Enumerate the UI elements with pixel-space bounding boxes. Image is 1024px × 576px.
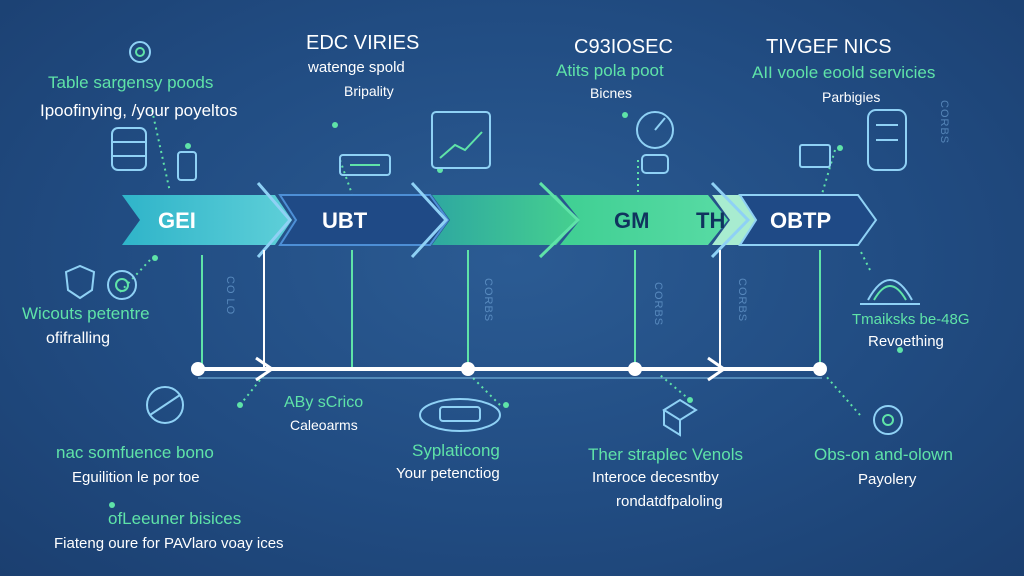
top-block-2-title: EDC VIRIES: [306, 32, 420, 54]
top-block-4-caption: Parbigies: [822, 89, 881, 105]
timeline-node-2: [461, 362, 475, 376]
bottom-block-3-subtitle: Interoce decesntby: [592, 469, 719, 486]
vertical-text-1: CO LO: [224, 276, 236, 316]
bottom-block-3-caption: rondatdfpaloling: [616, 493, 723, 510]
stage-arrows: [122, 181, 878, 259]
top-block-4-title: TIVGEF NICS: [766, 36, 892, 58]
timeline-node-4: [813, 362, 827, 376]
shield-icon: [64, 264, 137, 300]
stage-arrow-3: [432, 195, 578, 245]
bottom-left-2-title: ofLeeuner bisices: [108, 509, 242, 528]
tray-icon: [419, 398, 501, 432]
vertical-text-2: CORBS: [482, 278, 494, 323]
stage-arrow-6: [738, 194, 878, 246]
top-block-2-subtitle: watenge spold: [308, 59, 405, 76]
bottom-block-2-title: Syplaticong: [412, 441, 500, 460]
top-block-3-title: C93IOSEC: [574, 36, 673, 58]
bottom-block-1-title: ABy sCrico: [284, 394, 364, 411]
left-mid-title: Wicouts petentre: [22, 304, 150, 323]
stage-arrow-2: [278, 194, 450, 246]
badge-icon: [146, 386, 184, 424]
stage-label-6: OBTP: [770, 208, 832, 233]
gauge-icon: [636, 111, 674, 174]
top-block-2-caption: Bripality: [344, 83, 394, 99]
stage-arrow-4: [560, 195, 728, 245]
bottom-left-1-subtitle: Eguilition le por toe: [72, 469, 200, 486]
top-block-3-subtitle: Atits pola poot: [556, 61, 664, 80]
top-block-1-subtitle: Ipoofinying, /your poyeltos: [40, 101, 238, 120]
wave-icon: [860, 279, 920, 305]
vertical-text-4: CORBS: [736, 278, 748, 323]
bottom-block-4-subtitle: Payolery: [858, 471, 917, 488]
top-block-1-title: Table sargensy poods: [48, 73, 214, 92]
vertical-text-5: CORBS: [938, 100, 950, 145]
timeline-node-1: [191, 362, 205, 376]
top-block-4-subtitle: AII voole eoold servicies: [752, 63, 936, 82]
timeline: [191, 356, 827, 382]
server-icon: [111, 127, 197, 181]
bottom-left-2-subtitle: Fiateng oure for PAVlaro voay ices: [54, 535, 284, 552]
target-icon: [129, 41, 151, 63]
bottom-block-2-subtitle: Your petenctiog: [396, 465, 500, 482]
stage-arrow-1: [122, 195, 292, 245]
stage-label-1: GEI: [158, 208, 196, 233]
top-block-3-caption: Bicnes: [590, 85, 633, 101]
bottom-block-3-title: Ther straplec Venols: [588, 445, 743, 464]
right-mid-subtitle: Revoething: [868, 333, 944, 350]
card-icon: [339, 154, 391, 176]
stage-label-5: TH: [696, 208, 726, 233]
device-icon: [873, 405, 903, 435]
stage-label-4: GM: [614, 208, 650, 233]
bottom-block-1-subtitle: Caleoarms: [290, 417, 358, 433]
right-mid-title: Tmaiksks be-48G: [852, 311, 970, 328]
left-mid-subtitle: ofifralling: [46, 330, 111, 347]
connector-lines: [119, 109, 871, 416]
bottom-block-4-title: Obs-on and-olown: [814, 445, 953, 464]
vertical-text-3: CORBS: [652, 282, 664, 327]
chart-icon: [431, 111, 491, 169]
box-icon: [662, 398, 698, 437]
bottom-left-1-title: nac somfuence bono: [56, 443, 214, 462]
monitor-icon: [799, 109, 907, 171]
accent-dots: [109, 112, 903, 508]
timeline-node-3: [628, 362, 642, 376]
stage-label-2: UBT: [322, 208, 368, 233]
